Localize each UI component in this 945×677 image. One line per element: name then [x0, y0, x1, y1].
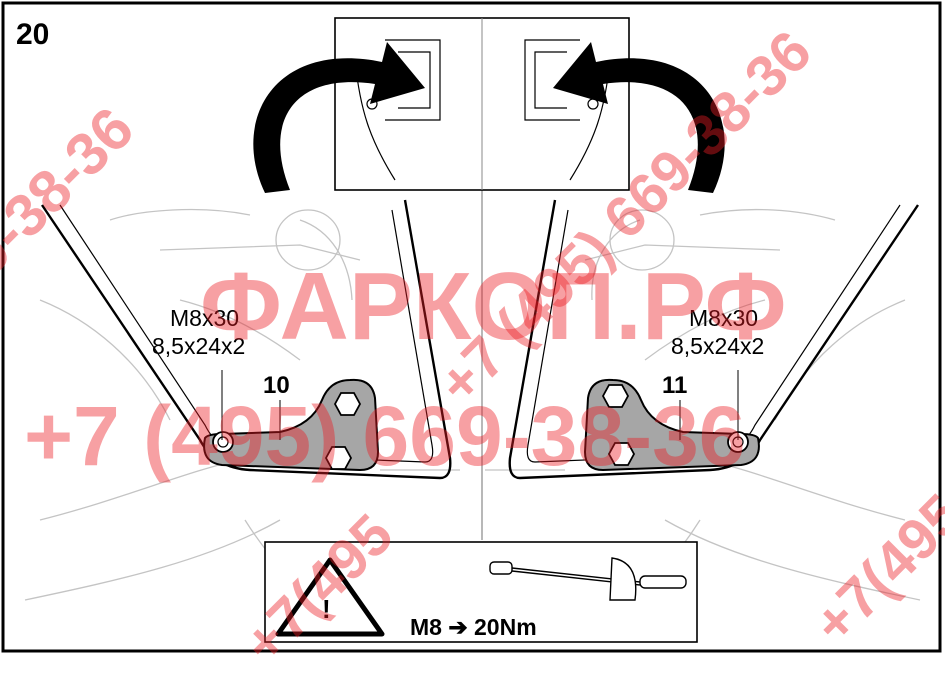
torque-spec: M8 ➔ 20Nm	[410, 614, 537, 640]
bolt-icon	[607, 442, 636, 466]
installation-diagram	[1, 1, 942, 653]
warning-exclamation: !	[322, 594, 331, 624]
right-bracket	[583, 370, 760, 472]
step-number: 20	[16, 18, 50, 51]
left-washer-spec: 8,5x24x2	[152, 333, 246, 359]
torque-spec-box	[264, 541, 698, 643]
curved-arrow-left-icon	[253, 42, 425, 193]
left-bolt-spec: M8x30	[170, 305, 240, 331]
warning-triangle-icon	[275, 557, 385, 637]
right-bracket-callout: 11	[662, 372, 688, 399]
detail-inset	[334, 17, 630, 191]
page-frame	[1, 1, 942, 653]
curved-arrow-right-icon	[553, 42, 725, 193]
bolt-icon	[212, 431, 234, 453]
bolt-icon	[333, 392, 362, 416]
bolt-icon	[601, 384, 630, 408]
right-bolt-spec: M8x30	[689, 305, 759, 331]
torque-wrench-icon	[489, 557, 687, 601]
right-washer-spec: 8,5x24x2	[671, 333, 765, 359]
left-bracket	[203, 370, 380, 472]
bolt-icon	[324, 446, 353, 470]
left-bracket-callout: 10	[263, 372, 290, 399]
